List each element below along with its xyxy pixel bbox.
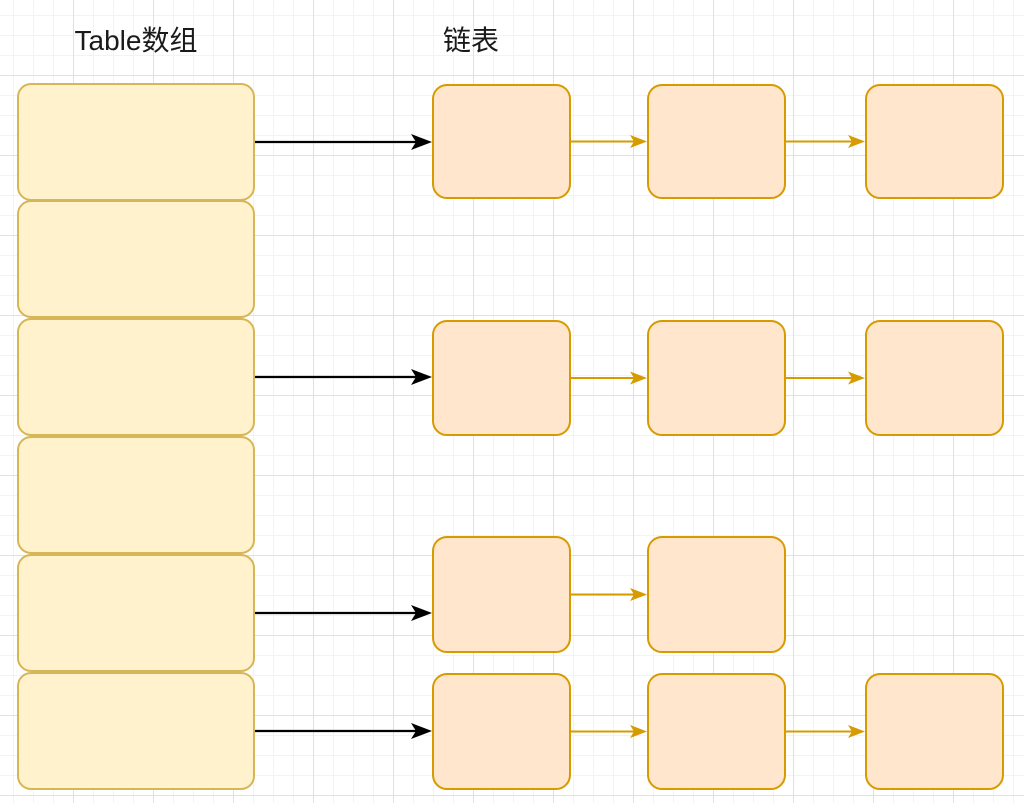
table-slot-4[interactable] (17, 554, 255, 672)
list-node-row1-2[interactable] (865, 320, 1004, 436)
list-node-row0-2[interactable] (865, 84, 1004, 199)
chain-arrow-row0-0 (571, 135, 647, 148)
chain-arrow-row3-0 (571, 725, 647, 738)
chain-arrow-row0-1 (786, 135, 865, 148)
table-array-label: Table数组 (74, 25, 198, 56)
list-node-row0-0[interactable] (432, 84, 571, 199)
table-slot-0[interactable] (17, 83, 255, 201)
list-node-row3-1[interactable] (647, 673, 786, 790)
table-slot-3[interactable] (17, 436, 255, 554)
list-node-row1-0[interactable] (432, 320, 571, 436)
list-node-row0-1[interactable] (647, 84, 786, 199)
table-slot-2[interactable] (17, 318, 255, 436)
list-node-row2-0[interactable] (432, 536, 571, 653)
list-node-row3-2[interactable] (865, 673, 1004, 790)
table-slot-1[interactable] (17, 200, 255, 318)
pointer-arrow-slot2 (255, 369, 432, 385)
list-node-row3-0[interactable] (432, 673, 571, 790)
pointer-arrow-slot5 (255, 723, 432, 739)
table-slot-5[interactable] (17, 672, 255, 790)
chain-arrow-row3-1 (786, 725, 865, 738)
linked-list-label: 链表 (443, 25, 500, 56)
pointer-arrow-slot4 (255, 605, 432, 621)
chain-arrow-row1-1 (786, 371, 865, 385)
chain-arrow-row1-0 (571, 371, 647, 385)
pointer-arrow-slot0 (255, 134, 432, 150)
chain-arrow-row2-0 (571, 588, 647, 601)
list-node-row1-1[interactable] (647, 320, 786, 436)
list-node-row2-1[interactable] (647, 536, 786, 653)
